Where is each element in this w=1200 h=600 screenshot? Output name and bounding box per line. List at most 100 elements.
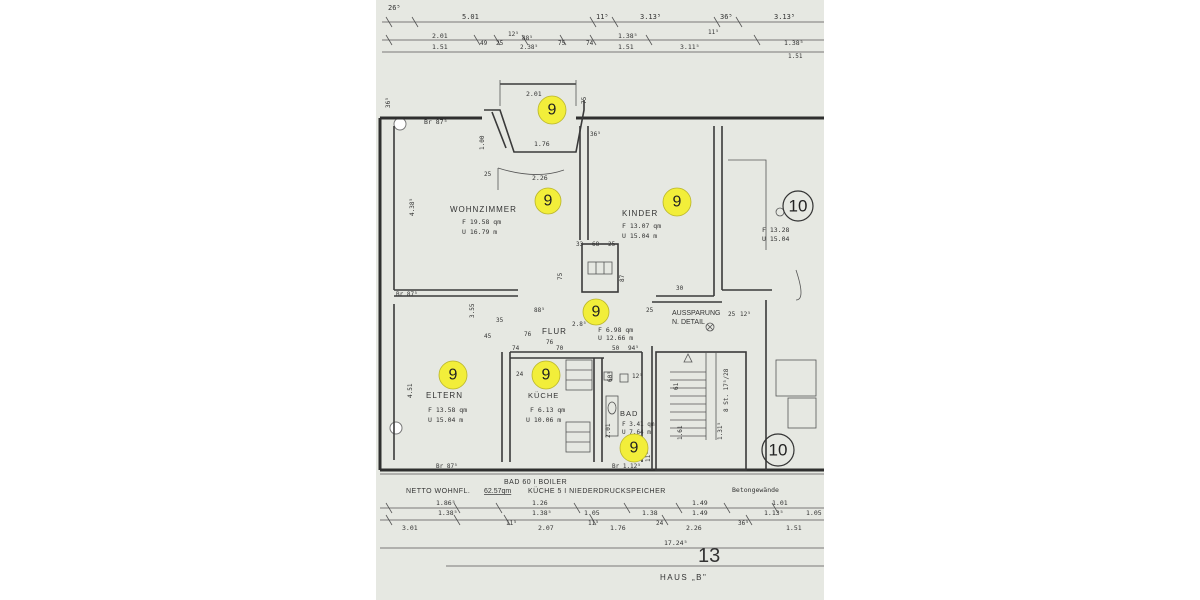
top-dim-text: 1.51 bbox=[788, 53, 803, 60]
flur-dim: 25 bbox=[646, 307, 654, 314]
marker-9-bad[interactable]: 9 bbox=[619, 433, 649, 463]
room-name: ELTERN bbox=[426, 391, 463, 400]
legend-line-wohnfl-prefix: NETTO WOHNFL. bbox=[406, 488, 470, 495]
detail-label: N. DETAIL bbox=[672, 319, 705, 326]
top-dim-text: 26⁵ bbox=[388, 4, 401, 12]
balcony-dim: 1.76 bbox=[534, 140, 550, 148]
room-perimeter: U 15.04 m bbox=[428, 416, 463, 424]
interior-walls bbox=[393, 126, 817, 471]
highlight-circle bbox=[619, 433, 649, 463]
top-dim-text: 1.38⁵ bbox=[784, 39, 804, 47]
top-dim-text: 11⁵ bbox=[708, 29, 719, 36]
marker-9-kinder[interactable]: 9 bbox=[662, 187, 692, 217]
betong-label: Betongewände bbox=[732, 486, 779, 494]
top-dim-text: 1.51 bbox=[618, 43, 634, 51]
small-dim: 30 bbox=[676, 285, 684, 292]
binder-hole-top bbox=[393, 117, 407, 131]
flur-dim: 70 bbox=[556, 345, 564, 352]
window-label: Br 87⁵ bbox=[396, 291, 418, 298]
small-dim: 1.31⁵ bbox=[717, 422, 724, 440]
room-name: BAD bbox=[620, 409, 638, 418]
bath-fixtures bbox=[603, 371, 629, 437]
room-perimeter: U 15.04 m bbox=[622, 232, 657, 240]
marker-label: 9 bbox=[542, 367, 551, 384]
bottom-dim-text: 1.51 bbox=[786, 524, 802, 532]
unit-circle bbox=[782, 190, 814, 222]
small-dim: 25 bbox=[728, 311, 736, 318]
top-dim-text: 88⁵ bbox=[522, 35, 533, 42]
window-label: Br 87⁵ bbox=[436, 463, 458, 470]
page-number: 13 bbox=[698, 545, 720, 567]
house-label: HAUS „B" bbox=[660, 573, 707, 582]
bottom-dim-text: 1.49 bbox=[692, 509, 708, 517]
legend-line-speicher: KÜCHE 5 I NIEDERDRUCKSPEICHER bbox=[528, 487, 666, 495]
unit-10-bottom[interactable]: 10 bbox=[761, 433, 795, 467]
top-dim-text: 36⁵ bbox=[720, 13, 733, 21]
small-dim: 74 bbox=[512, 345, 520, 352]
top-dim-text: 1.51 bbox=[432, 43, 448, 51]
room-dim: 2.01 bbox=[605, 423, 612, 438]
top-dim-text: 3.11⁵ bbox=[680, 43, 700, 51]
small-dim: 11⁵ bbox=[645, 451, 652, 462]
small-dim: 75 bbox=[557, 272, 564, 280]
room-dim: 4.38⁵ bbox=[409, 198, 416, 216]
room-perimeter: U 16.79 m bbox=[462, 228, 497, 236]
top-dim-text: 2.01 bbox=[432, 32, 448, 40]
bottom-dim-text: 24 bbox=[656, 520, 664, 527]
bottom-dim-text: 11⁵ bbox=[588, 520, 599, 527]
top-dim-text: 74 bbox=[586, 40, 594, 47]
marker-9-balcony[interactable]: 9 bbox=[537, 95, 567, 125]
balcony-dim: 2.26 bbox=[532, 174, 548, 182]
bottom-dim-text: 1.38 bbox=[642, 509, 658, 517]
legend: BAD 60 I BOILER NETTO WOHNFL. 62.57qm KÜ… bbox=[406, 479, 666, 495]
bottom-dim-text: 1.01 bbox=[772, 499, 788, 507]
small-dim: 24 bbox=[516, 371, 524, 378]
top-dim-text: 49 bbox=[480, 40, 488, 47]
room-name: KINDER bbox=[622, 209, 658, 218]
unit-label: 10 bbox=[769, 441, 788, 460]
floor-plan-sheet: 26⁵ 5.01 11⁵ 3.13⁵ 36⁵ 3.13⁵ 2.01 49 25 … bbox=[376, 0, 824, 600]
bottom-dim-text: 1.05 bbox=[584, 509, 600, 517]
top-dim-text: 2.38⁵ bbox=[520, 44, 538, 51]
annotations: AUSSPARUNG N. DETAIL 8 St. 17⁵/28 Br 87⁵… bbox=[396, 241, 779, 494]
room-dim: 4.51 bbox=[407, 383, 414, 398]
balcony-dim: 36⁵ bbox=[590, 131, 601, 138]
small-dim: 1.61 bbox=[677, 425, 684, 440]
room-name: FLUR bbox=[542, 327, 567, 336]
top-dim-text: 5.01 bbox=[462, 13, 479, 21]
bottom-dimension-lines bbox=[380, 502, 824, 567]
room-kinder: KINDER F 13.07 qm U 15.04 m bbox=[622, 209, 661, 240]
marker-9-wohnzimmer[interactable]: 9 bbox=[534, 187, 562, 215]
top-dim-text: 75 bbox=[558, 40, 566, 47]
balcony-dim: 1.00 bbox=[479, 135, 486, 150]
room-eltern: ELTERN F 13.58 qm U 15.04 m 4.51 bbox=[407, 383, 467, 424]
stair-label: 8 St. 17⁵/28 bbox=[723, 368, 730, 412]
bottom-dim-text: 1.05 bbox=[806, 509, 822, 517]
window-label: Br 87⁵ bbox=[424, 118, 447, 126]
unit-10-top[interactable]: 10 bbox=[782, 190, 814, 222]
bottom-dim-text: 36⁵ bbox=[738, 520, 749, 527]
bottom-dimension-labels: 1.86⁵ 1.26 1.49 1.01 1.38⁵ 1.38⁵ 1.05 1.… bbox=[402, 499, 822, 547]
total-width: 17.24⁵ bbox=[664, 539, 687, 547]
marker-label: 9 bbox=[449, 367, 458, 384]
balcony-dim: 25 bbox=[484, 171, 492, 178]
marker-label: 9 bbox=[630, 440, 639, 457]
marker-9-flur[interactable]: 9 bbox=[582, 298, 610, 326]
room-perimeter: U 10.06 m bbox=[526, 416, 561, 424]
flur-dim: 50 bbox=[612, 345, 620, 352]
bottom-dim-text: 3.01 bbox=[402, 524, 418, 532]
room-area: F 13.07 qm bbox=[622, 222, 661, 230]
highlight-circle bbox=[537, 95, 567, 125]
highlight-circle bbox=[534, 187, 562, 215]
room-area: F 6.13 qm bbox=[530, 406, 565, 414]
marker-9-kueche[interactable]: 9 bbox=[531, 360, 561, 390]
marker-9-eltern[interactable]: 9 bbox=[438, 360, 468, 390]
small-dim: 33 bbox=[576, 241, 584, 248]
kitchen-fixtures bbox=[565, 359, 593, 453]
small-dim: 12⁵ bbox=[740, 311, 751, 318]
marker-label: 9 bbox=[673, 194, 682, 211]
flur-dim: 88⁵ bbox=[534, 307, 545, 314]
top-dim-text: 11⁵ bbox=[596, 13, 609, 21]
balcony-bay: 2.01 75 36⁵ 1.76 Br 87⁵ 36⁵ 1.00 2.26 25 bbox=[385, 80, 601, 190]
bottom-dim-text: 2.26 bbox=[686, 524, 702, 532]
